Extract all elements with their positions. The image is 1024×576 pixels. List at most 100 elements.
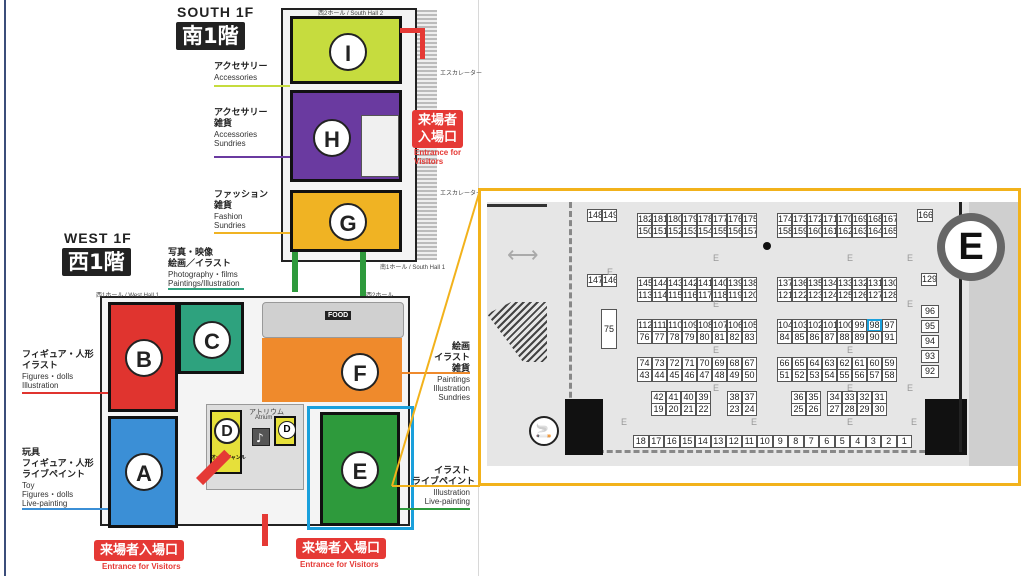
- booth-157[interactable]: 157: [742, 225, 757, 238]
- booth-154[interactable]: 154: [697, 225, 712, 238]
- booth-76[interactable]: 76: [637, 331, 652, 344]
- booth-44[interactable]: 44: [652, 369, 667, 382]
- booth-14[interactable]: 14: [695, 435, 711, 448]
- booth-114[interactable]: 114: [652, 289, 667, 302]
- booth-79[interactable]: 79: [682, 331, 697, 344]
- booth-18[interactable]: 18: [633, 435, 649, 448]
- booth-52[interactable]: 52: [792, 369, 807, 382]
- booth-85[interactable]: 85: [792, 331, 807, 344]
- booth-77[interactable]: 77: [652, 331, 667, 344]
- booth-4[interactable]: 4: [850, 435, 866, 448]
- booth-90[interactable]: 90: [867, 331, 882, 344]
- booth-45[interactable]: 45: [667, 369, 682, 382]
- booth-179[interactable]: 179: [682, 213, 697, 226]
- booth-28[interactable]: 28: [842, 403, 857, 416]
- booth-123[interactable]: 123: [807, 289, 822, 302]
- booth-16[interactable]: 16: [664, 435, 680, 448]
- booth-2[interactable]: 2: [881, 435, 897, 448]
- booth-72[interactable]: 72: [667, 357, 682, 370]
- booth-31[interactable]: 31: [872, 391, 887, 404]
- booth-94[interactable]: 94: [921, 335, 939, 348]
- booth-110[interactable]: 110: [667, 319, 682, 332]
- booth-88[interactable]: 88: [837, 331, 852, 344]
- booth-107[interactable]: 107: [712, 319, 727, 332]
- booth-159[interactable]: 159: [792, 225, 807, 238]
- booth-1[interactable]: 1: [896, 435, 912, 448]
- booth-50[interactable]: 50: [742, 369, 757, 382]
- booth-126[interactable]: 126: [852, 289, 867, 302]
- booth-152[interactable]: 152: [667, 225, 682, 238]
- hall-h[interactable]: H: [290, 90, 402, 182]
- booth-117[interactable]: 117: [697, 289, 712, 302]
- booth-81[interactable]: 81: [712, 331, 727, 344]
- booth-165[interactable]: 165: [882, 225, 897, 238]
- hall-e[interactable]: E: [320, 412, 400, 526]
- booth-166[interactable]: 166: [917, 209, 933, 222]
- booth-151[interactable]: 151: [652, 225, 667, 238]
- booth-9[interactable]: 9: [772, 435, 788, 448]
- hall-f[interactable]: F: [262, 338, 402, 402]
- hall-g[interactable]: G: [290, 190, 402, 252]
- booth-163[interactable]: 163: [852, 225, 867, 238]
- booth-48[interactable]: 48: [712, 369, 727, 382]
- booth-162[interactable]: 162: [837, 225, 852, 238]
- booth-87[interactable]: 87: [822, 331, 837, 344]
- booth-60[interactable]: 60: [867, 357, 882, 370]
- booth-155[interactable]: 155: [712, 225, 727, 238]
- booth-120[interactable]: 120: [742, 289, 757, 302]
- hall-a[interactable]: A: [108, 416, 178, 528]
- booth-124[interactable]: 124: [822, 289, 837, 302]
- booth-93[interactable]: 93: [921, 350, 939, 363]
- hall-i[interactable]: I: [290, 16, 402, 84]
- booth-43[interactable]: 43: [637, 369, 652, 382]
- booth-119[interactable]: 119: [727, 289, 742, 302]
- booth-122[interactable]: 122: [792, 289, 807, 302]
- booth-51[interactable]: 51: [777, 369, 792, 382]
- food-area[interactable]: FOOD: [262, 302, 404, 338]
- booth-125[interactable]: 125: [837, 289, 852, 302]
- booth-91[interactable]: 91: [882, 331, 897, 344]
- booth-29[interactable]: 29: [857, 403, 872, 416]
- booth-23[interactable]: 23: [727, 403, 742, 416]
- booth-180[interactable]: 180: [667, 213, 682, 226]
- booth-11[interactable]: 11: [741, 435, 757, 448]
- booth-115[interactable]: 115: [667, 289, 682, 302]
- booth-153[interactable]: 153: [682, 225, 697, 238]
- booth-118[interactable]: 118: [712, 289, 727, 302]
- hall-d-small[interactable]: D: [274, 416, 296, 446]
- booth-15[interactable]: 15: [679, 435, 695, 448]
- booth-144[interactable]: 144: [652, 277, 667, 290]
- booth-149[interactable]: 149: [602, 209, 617, 222]
- booth-104[interactable]: 104: [777, 319, 792, 332]
- booth-58[interactable]: 58: [882, 369, 897, 382]
- booth-24[interactable]: 24: [742, 403, 757, 416]
- booth-131[interactable]: 131: [867, 277, 882, 290]
- booth-96[interactable]: 96: [921, 305, 939, 318]
- booth-10[interactable]: 10: [757, 435, 773, 448]
- booth-12[interactable]: 12: [726, 435, 742, 448]
- booth-156[interactable]: 156: [727, 225, 742, 238]
- booth-121[interactable]: 121: [777, 289, 792, 302]
- booth-83[interactable]: 83: [742, 331, 757, 344]
- booth-63[interactable]: 63: [822, 357, 837, 370]
- booth-47[interactable]: 47: [697, 369, 712, 382]
- booth-128[interactable]: 128: [882, 289, 897, 302]
- booth-55[interactable]: 55: [837, 369, 852, 382]
- booth-78[interactable]: 78: [667, 331, 682, 344]
- booth-5[interactable]: 5: [834, 435, 850, 448]
- booth-22[interactable]: 22: [696, 403, 711, 416]
- booth-17[interactable]: 17: [648, 435, 664, 448]
- booth-8[interactable]: 8: [788, 435, 804, 448]
- booth-95[interactable]: 95: [921, 320, 939, 333]
- booth-148[interactable]: 148: [587, 209, 602, 222]
- booth-49[interactable]: 49: [727, 369, 742, 382]
- booth-27[interactable]: 27: [827, 403, 842, 416]
- booth-75[interactable]: 75: [601, 309, 617, 349]
- booth-84[interactable]: 84: [777, 331, 792, 344]
- booth-53[interactable]: 53: [807, 369, 822, 382]
- booth-3[interactable]: 3: [865, 435, 881, 448]
- booth-116[interactable]: 116: [682, 289, 697, 302]
- booth-82[interactable]: 82: [727, 331, 742, 344]
- booth-160[interactable]: 160: [807, 225, 822, 238]
- booth-146[interactable]: 146: [602, 274, 617, 287]
